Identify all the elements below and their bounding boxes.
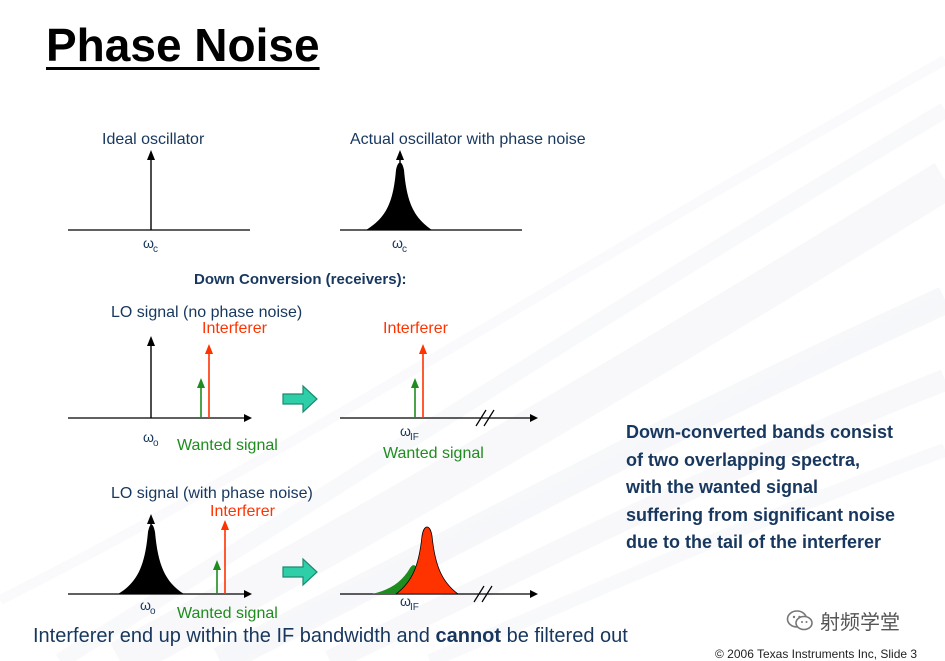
ideal-omega-subscript: c xyxy=(153,244,158,255)
row1-if-axis-arrowhead xyxy=(530,414,538,422)
row2-if-plot: ω IF xyxy=(340,526,538,613)
copyright: © 2006 Texas Instruments Inc, Slide 3 xyxy=(715,647,918,661)
row1-axis-arrowhead xyxy=(244,414,252,422)
row2-axis-break-2 xyxy=(481,585,493,603)
row1-if-interferer-label: Interferer xyxy=(383,320,449,337)
row1-lo-label: LO signal (no phase noise) xyxy=(111,304,302,321)
bottom-caption-part2: be filtered out xyxy=(501,625,628,647)
row1-wanted-label: Wanted signal xyxy=(177,437,278,454)
row2-lo-label: LO signal (with phase noise) xyxy=(111,485,313,502)
row2-omega-subscript: o xyxy=(150,606,156,617)
actual-omega-symbol: ω xyxy=(392,235,403,251)
row1-if-wanted-arrowhead xyxy=(411,378,419,388)
row2-lo-carrier-arrowhead xyxy=(147,514,155,524)
row2-if-axis-arrowhead xyxy=(530,590,538,598)
row1-if-wanted-label: Wanted signal xyxy=(383,445,484,462)
row1-if-plot: Interferer ω IF Wanted signal xyxy=(340,320,538,462)
actual-oscillator-label: Actual oscillator with phase noise xyxy=(350,131,586,148)
ideal-oscillator-plot: Ideal oscillator ω c xyxy=(68,131,250,255)
row1-lo-plot: LO signal (no phase noise) Interferer ω … xyxy=(68,304,302,454)
row2-axis-arrowhead xyxy=(244,590,252,598)
actual-carrier-arrowhead xyxy=(396,150,404,160)
row2-if-omega-symbol: ω xyxy=(400,593,411,609)
bottom-caption: Interferer end up within the IF bandwidt… xyxy=(33,625,628,648)
row1-lo-carrier-arrowhead xyxy=(147,336,155,346)
wechat-icon xyxy=(786,609,813,630)
row1-interferer-label: Interferer xyxy=(202,320,268,337)
row2-wanted-arrowhead xyxy=(213,560,221,570)
row1-conversion-arrow-icon xyxy=(282,384,318,414)
row2-conversion-arrow-icon xyxy=(282,557,318,587)
watermark: 射频学堂 xyxy=(786,606,900,635)
ideal-carrier-arrowhead xyxy=(147,150,155,160)
row2-lo-plot: LO signal (with phase noise) Interferer … xyxy=(68,485,313,622)
row1-wanted-arrowhead xyxy=(197,378,205,388)
row1-if-interferer-arrowhead xyxy=(419,344,427,354)
bottom-caption-bold: cannot xyxy=(435,625,502,647)
actual-noisy-spectrum xyxy=(366,162,432,230)
ideal-oscillator-label: Ideal oscillator xyxy=(102,131,205,148)
down-conversion-heading: Down Conversion (receivers): xyxy=(194,271,407,288)
row2-axis-break-1 xyxy=(473,585,485,603)
row2-if-interferer-noisy-spectrum xyxy=(394,526,460,595)
row1-axis-break-2 xyxy=(483,409,495,427)
watermark-text: 射频学堂 xyxy=(820,612,900,634)
row1-omega-symbol: ω xyxy=(143,429,154,445)
row2-if-omega-subscript: IF xyxy=(410,602,419,613)
row1-omega-subscript: o xyxy=(153,438,159,449)
actual-omega-subscript: c xyxy=(402,244,407,255)
side-note-text: Down-converted bands consist of two over… xyxy=(626,422,896,552)
row2-omega-symbol: ω xyxy=(140,597,151,613)
row1-if-omega-symbol: ω xyxy=(400,423,411,439)
bottom-caption-part1: Interferer end up within the IF bandwidt… xyxy=(33,625,436,647)
row1-axis-break-1 xyxy=(475,409,487,427)
row2-interferer-label: Interferer xyxy=(210,503,276,520)
actual-oscillator-plot: Actual oscillator with phase noise ω c xyxy=(340,131,586,255)
page-title: Phase Noise xyxy=(46,19,320,71)
ideal-omega-symbol: ω xyxy=(143,235,154,251)
row2-interferer-arrowhead xyxy=(221,520,229,530)
row1-if-omega-subscript: IF xyxy=(410,432,419,443)
row2-lo-noisy-spectrum xyxy=(118,524,184,594)
row2-wanted-label: Wanted signal xyxy=(177,605,278,622)
row1-interferer-arrowhead xyxy=(205,344,213,354)
